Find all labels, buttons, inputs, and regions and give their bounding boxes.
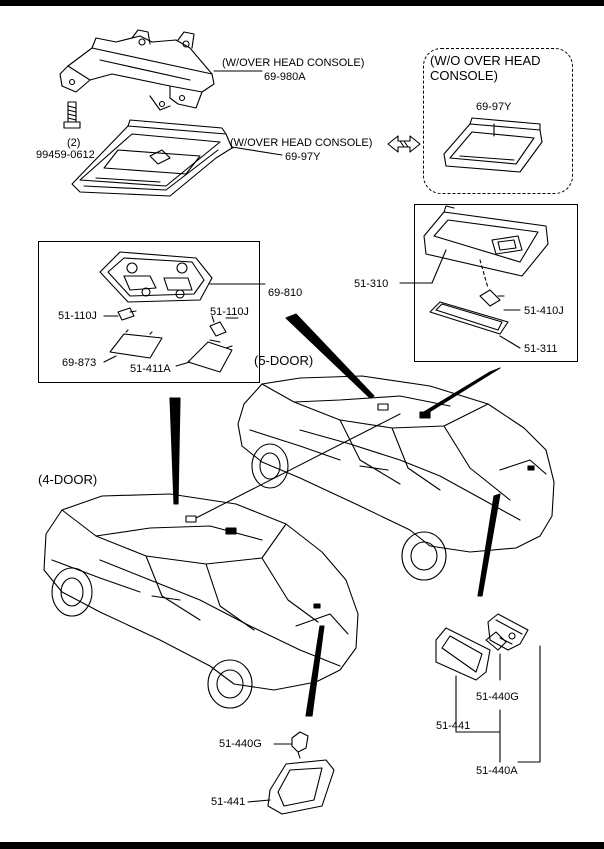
- wo-console-cover: [443, 117, 543, 173]
- lamp-assembly-detail-box: [38, 241, 260, 383]
- trunk-bulb-4door: [291, 731, 309, 759]
- festoon-bulb-left: [117, 307, 137, 321]
- visor-part-number: 51-310: [354, 278, 389, 290]
- pointer-wedge-lamp-to-5door: [285, 313, 375, 399]
- visor-leader-b: [431, 249, 447, 284]
- top-border-bar: [0, 0, 604, 6]
- visor-lens: [429, 301, 509, 335]
- five-door-label: (5-DOOR): [254, 353, 314, 368]
- bottom-border-bar: [0, 842, 604, 849]
- trunk-lens-4door: [267, 759, 335, 815]
- trunk-lens-4door-part-number: 51-441: [211, 796, 246, 808]
- lamp-assy-part-number: 69-810: [268, 287, 303, 299]
- trunk-lamp-5door-lens: [435, 627, 491, 681]
- visor-lens-part-number: 51-311: [524, 343, 558, 355]
- console-leader-line: [231, 146, 283, 156]
- wo-console-note-line1: (W/O OVER HEAD: [430, 53, 541, 68]
- pointer-wedge-visor-to-5door: [423, 367, 501, 415]
- lens-part-number: 69-873: [62, 357, 97, 369]
- trunk-5door-leader-lines: [455, 645, 541, 763]
- bracket-part-number: 69-980A: [264, 71, 306, 83]
- visor-bulb-dashline: [479, 259, 489, 289]
- screw: [63, 101, 81, 129]
- pointer-wedge-5door-trunk: [477, 493, 501, 597]
- trunk-assy-5door-part-number: 51-440A: [476, 765, 518, 777]
- trunk-bulb-5door-part-number: 51-440G: [476, 691, 519, 703]
- screw-qty-label: (2): [67, 137, 81, 149]
- hatchback-5door-car: [237, 375, 555, 581]
- lens-69-873: [109, 329, 163, 359]
- sun-visor: [423, 205, 549, 277]
- visor-lens-leader: [499, 335, 521, 349]
- wo-console-note-line2: CONSOLE): [430, 68, 498, 83]
- trunk-bulb-4door-part-number: 51-440G: [219, 738, 262, 750]
- sedan-to-hatch-line: [195, 413, 401, 519]
- lens-cover-51-411A: [187, 339, 233, 373]
- console-note-label: (W/OVER HEAD CONSOLE): [230, 137, 373, 149]
- trunk-lamp-5door-housing: [487, 613, 529, 651]
- visor-bulb: [479, 289, 505, 307]
- bulb-left-part-number: 51-110J: [58, 310, 97, 322]
- pointer-wedge-lamp-to-4door: [169, 397, 181, 505]
- sedan-4door-car: [43, 493, 359, 709]
- trunk-lens-4door-leader: [247, 799, 271, 803]
- screw-part-number: 99459-0612: [36, 149, 95, 161]
- lens-leader: [103, 355, 117, 363]
- bracket-note-label: (W/OVER HEAD CONSOLE): [222, 57, 365, 69]
- overhead-console-bracket: [59, 29, 215, 111]
- festoon-bulb-right: [209, 315, 227, 337]
- lens-cover-part-number: 51-411A: [130, 363, 171, 375]
- lens-cover-leader: [175, 361, 191, 367]
- trunk-lens-5door-part-number: 51-441: [436, 720, 471, 732]
- wo-console-callout-box: [423, 48, 573, 194]
- double-arrow-icon: [387, 135, 421, 153]
- four-door-label: (4-DOOR): [38, 472, 98, 487]
- trunk-lamp-5door-bulb: [485, 631, 513, 651]
- overhead-lamp-assembly: [99, 251, 213, 303]
- bulb-right-part-number: 51-110J: [210, 306, 249, 318]
- overhead-console: [71, 119, 233, 197]
- pointer-wedge-4door-trunk: [305, 625, 325, 717]
- wo-console-part-number: 69-97Y: [476, 101, 512, 113]
- visor-bulb-part-number: 51-410J: [524, 305, 564, 317]
- console-part-number: 69-97Y: [285, 151, 321, 163]
